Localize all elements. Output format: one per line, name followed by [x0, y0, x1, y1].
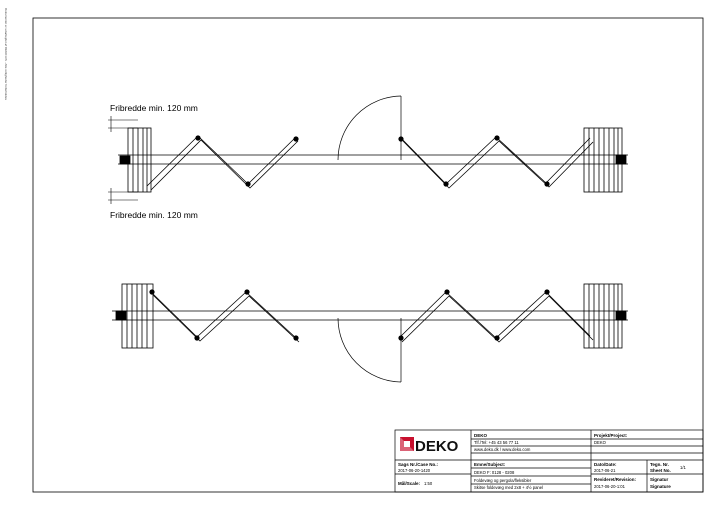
deko-logo: DEKO	[400, 437, 459, 455]
dimension-free-width	[108, 116, 138, 204]
plan-bottom	[112, 283, 628, 383]
project-label: Projekt/Project:	[594, 433, 628, 438]
date-label: Dato/Date:	[594, 462, 617, 467]
fold-panels-right	[398, 289, 594, 343]
company-web: www.deko.dk / www.deko.com	[474, 447, 531, 452]
subject-value: DEKO F: 0128 - 0208	[474, 470, 515, 475]
fold-panels-left	[149, 289, 300, 343]
annotation-free-width-top: Fribredde min. 120 mm	[110, 103, 198, 113]
fold-panels-left	[146, 135, 299, 191]
revision-label: Revideret/Revision:	[594, 477, 637, 482]
subject-line-1: Foldevæg og pergola/fleksibler	[474, 478, 532, 483]
sheet-label-1: Tegn. Nr.	[650, 462, 669, 467]
door-swing-top	[337, 95, 402, 161]
plan-top	[108, 95, 628, 204]
scale-value: 1:50	[424, 481, 433, 486]
door-swing-bottom	[337, 317, 402, 383]
sheet-label-2: Sheet No.	[650, 468, 671, 473]
company-name: DEKO	[474, 433, 488, 438]
scale-label: Mål/Scale:	[398, 480, 421, 486]
date-value: 2017-06-21	[594, 468, 616, 473]
signature-label-1: Signatur	[650, 477, 668, 482]
company-phone: Tlf./Tel: +45 43 56 77 11	[474, 440, 519, 445]
case-no-value: 2017-06-20-1420	[398, 468, 431, 473]
drawing-frame	[32, 17, 704, 493]
signature-label-2: Signature	[650, 484, 671, 489]
title-block	[394, 429, 704, 493]
logo-text: DEKO	[415, 438, 459, 455]
panel-stack-left	[119, 127, 152, 193]
annotation-free-width-bottom: Fribredde min. 120 mm	[110, 210, 198, 220]
subject-label: Emne/Subject:	[474, 462, 506, 467]
fold-panels-right	[398, 135, 594, 189]
subject-line-2: Skitse foldevæg med 2x8 + 4½ panel	[474, 485, 543, 490]
panel-stack-right	[583, 127, 627, 193]
revision-value: 2017-06-20-1:01	[594, 484, 626, 489]
project-value: DEKO	[594, 440, 607, 445]
panel-stack-left	[115, 283, 154, 349]
sheet-value: 1/1	[680, 465, 686, 470]
panel-stack-right	[583, 283, 627, 349]
case-no-label: Sags Nr./Case No.:	[398, 462, 439, 467]
